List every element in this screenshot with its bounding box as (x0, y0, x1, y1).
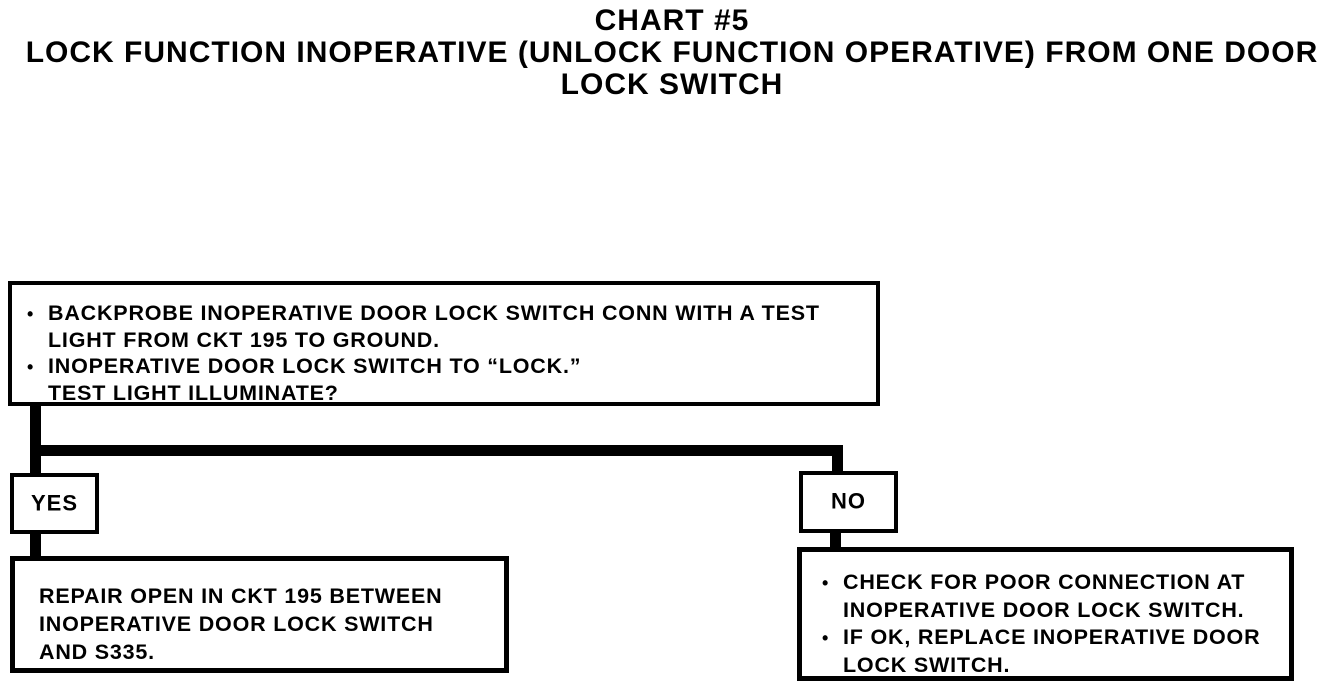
text-line-content: INOPERATIVE DOOR LOCK SWITCH. (843, 598, 1245, 622)
question-box-text: • BACKPROBE INOPERATIVE DOOR LOCK SWITCH … (12, 285, 876, 406)
text-line-content: BACKPROBE INOPERATIVE DOOR LOCK SWITCH C… (48, 301, 820, 325)
text-line: LOCK SWITCH. (822, 652, 1283, 679)
text-line-content: INOPERATIVE DOOR LOCK SWITCH (39, 612, 434, 636)
text-line-content: INOPERATIVE DOOR LOCK SWITCH TO “LOCK.” (48, 354, 582, 378)
connector-branch-horizontal (30, 445, 843, 456)
text-line: • CHECK FOR POOR CONNECTION AT (822, 569, 1283, 597)
title-line-2: LOCK FUNCTION INOPERATIVE (UNLOCK FUNCTI… (25, 36, 1319, 69)
text-line-content: TEST LIGHT ILLUMINATE? (48, 381, 339, 405)
yes-branch-box: YES (10, 473, 99, 534)
text-line-content: LOCK SWITCH. (843, 653, 1011, 677)
text-line: AND S335. (39, 638, 496, 666)
no-label: NO (831, 488, 866, 514)
title-line-1: CHART #5 (594, 4, 750, 37)
text-line-content: LIGHT FROM CKT 195 TO GROUND. (48, 328, 440, 352)
bullet-icon: • (27, 304, 35, 324)
page-title: CHART #5 LOCK FUNCTION INOPERATIVE (UNLO… (0, 5, 1344, 101)
bullet-icon: • (822, 573, 830, 593)
yes-label: YES (30, 489, 79, 515)
connector-no-drop (832, 445, 843, 473)
question-box: • BACKPROBE INOPERATIVE DOOR LOCK SWITCH … (8, 281, 880, 406)
yes-action-text: REPAIR OPEN IN CKT 195 BETWEEN INOPERATIV… (15, 561, 504, 666)
text-line-content: CHECK FOR POOR CONNECTION AT (843, 570, 1246, 594)
text-line-content: AND S335. (39, 640, 155, 664)
text-line: • INOPERATIVE DOOR LOCK SWITCH TO “LOCK.” (27, 353, 868, 380)
text-line: INOPERATIVE DOOR LOCK SWITCH (39, 610, 496, 638)
text-line: INOPERATIVE DOOR LOCK SWITCH. (822, 597, 1283, 624)
text-line: • BACKPROBE INOPERATIVE DOOR LOCK SWITCH … (27, 300, 868, 327)
text-line: REPAIR OPEN IN CKT 195 BETWEEN (39, 582, 496, 610)
no-action-box: • CHECK FOR POOR CONNECTION AT INOPERATIVE… (797, 547, 1294, 681)
yes-action-box: REPAIR OPEN IN CKT 195 BETWEEN INOPERATIV… (10, 556, 509, 673)
text-line: TEST LIGHT ILLUMINATE? (27, 380, 868, 406)
bullet-icon: • (822, 628, 830, 648)
text-line: • IF OK, REPLACE INOPERATIVE DOOR (822, 624, 1283, 652)
title-line-3: LOCK SWITCH (560, 68, 784, 101)
text-line-content: REPAIR OPEN IN CKT 195 BETWEEN (39, 584, 443, 608)
connector-no-to-action (830, 531, 841, 549)
text-line-content: IF OK, REPLACE INOPERATIVE DOOR (843, 625, 1261, 649)
connector-question-drop (30, 404, 41, 474)
no-action-text: • CHECK FOR POOR CONNECTION AT INOPERATIVE… (802, 552, 1289, 679)
text-line: LIGHT FROM CKT 195 TO GROUND. (27, 327, 868, 353)
bullet-icon: • (27, 357, 35, 377)
connector-yes-to-action (30, 532, 41, 558)
no-branch-box: NO (799, 471, 898, 533)
